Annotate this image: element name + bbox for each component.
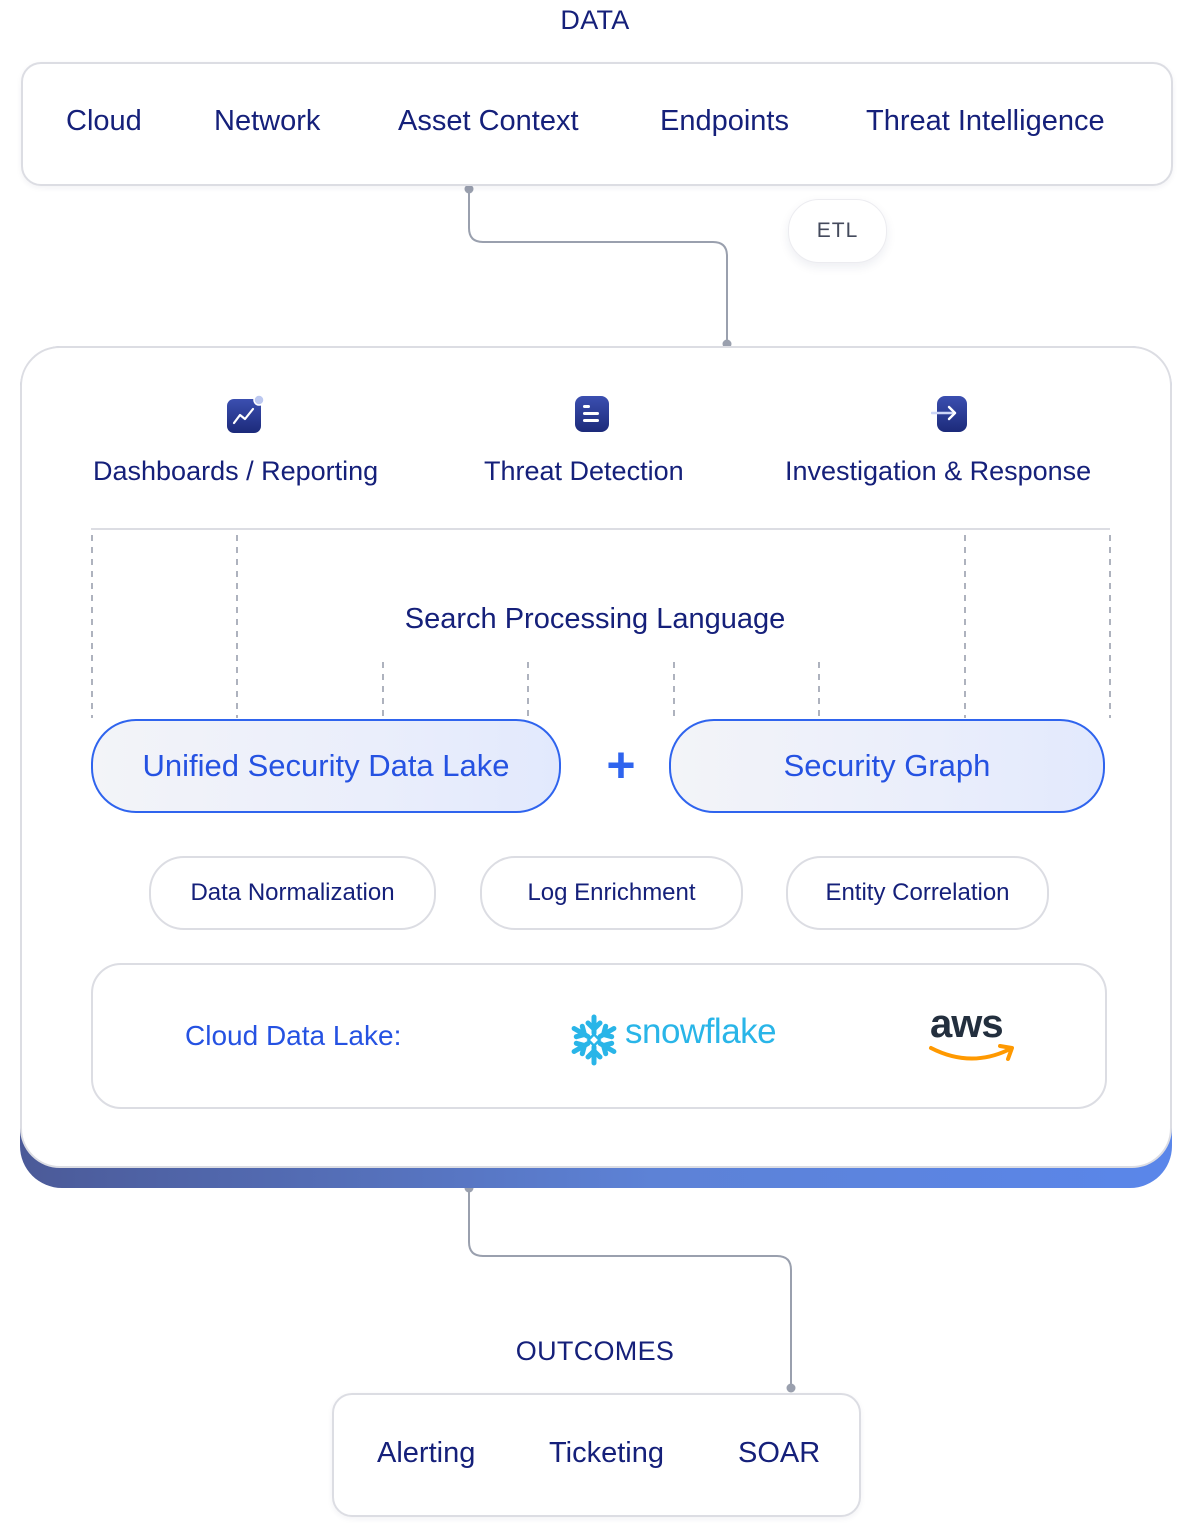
data-sources-card: [21, 62, 1173, 186]
data-to-platform-connector: [468, 189, 728, 344]
search-processing-language-label: Search Processing Language: [404, 603, 786, 635]
outcome-ticketing: Ticketing: [549, 1437, 664, 1469]
outcome-soar: SOAR: [738, 1437, 821, 1469]
capability-investigation-response: Investigation & Response: [785, 456, 1092, 486]
etl-badge: ETL: [788, 199, 887, 263]
outcome-alerting: Alerting: [377, 1437, 476, 1469]
data-section-title: DATA: [560, 5, 630, 35]
data-normalization-pill: Data Normalization: [149, 856, 436, 930]
source-asset-context: Asset Context: [398, 105, 579, 137]
connector-dot: [786, 1383, 796, 1393]
arrow-right-icon: [931, 396, 967, 432]
cloud-data-lake-label: Cloud Data Lake:: [185, 1020, 402, 1051]
unified-security-data-lake-pill: Unified Security Data Lake: [91, 719, 561, 813]
log-enrichment-pill: Log Enrichment: [480, 856, 743, 930]
source-endpoints: Endpoints: [660, 105, 789, 137]
source-network: Network: [214, 105, 321, 137]
document-list-icon: [575, 396, 609, 432]
snowflake-logo-icon: [571, 1014, 617, 1066]
plus-icon: +: [606, 737, 636, 793]
aws-smile-arrow-icon: [929, 1044, 1014, 1061]
source-threat-intelligence: Threat Intelligence: [866, 105, 1105, 137]
capability-dashboards-reporting: Dashboards / Reporting: [93, 456, 379, 486]
chart-trend-icon: [227, 395, 265, 433]
capability-threat-detection: Threat Detection: [484, 456, 684, 486]
security-graph-pill: Security Graph: [669, 719, 1105, 813]
outcomes-section-title: OUTCOMES: [515, 1336, 675, 1366]
snowflake-wordmark: snowflake: [625, 1012, 777, 1051]
outcomes-card: [332, 1393, 861, 1517]
source-cloud: Cloud: [66, 105, 142, 137]
aws-wordmark: aws: [930, 1002, 1004, 1046]
entity-correlation-pill: Entity Correlation: [786, 856, 1049, 930]
